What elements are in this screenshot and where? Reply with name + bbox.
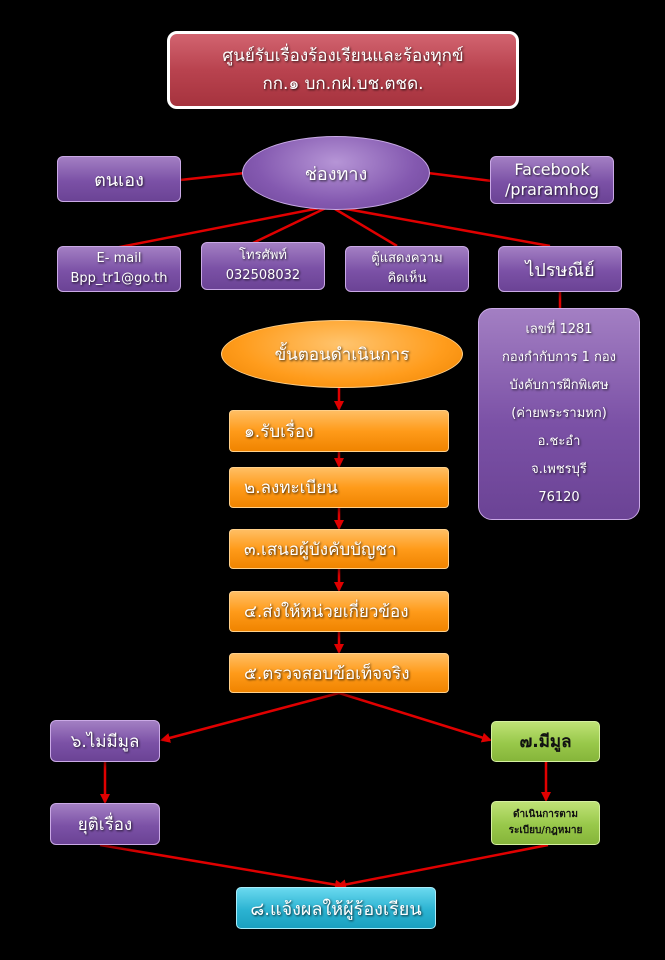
arrow-step5-nomerit (160, 691, 340, 743)
step-label: ๑.รับเรื่อง (244, 421, 314, 442)
channel-opinion-box: ตู้แสดงความ คิดเห็น (345, 246, 469, 292)
process-step-4: ๔.ส่งให้หน่วยเกี่ยวข้อง (229, 591, 449, 632)
step-label: ๓.เสนอผู้บังคับบัญชา (244, 539, 397, 560)
channel-phone-number: 032508032 (225, 268, 301, 283)
process-step-3: ๓.เสนอผู้บังคับบัญชา (229, 529, 449, 569)
channel-phone-label: โทรศัพท์ (239, 248, 287, 263)
address-line: 76120 (538, 490, 580, 505)
channel-post-label: ไปรษณีย์ (525, 259, 595, 281)
line-hub-phone (252, 204, 331, 245)
outcome-no-merit-label: ๖.ไม่มีมูล (70, 731, 140, 752)
process-step-2: ๒.ลงทะเบียน (229, 467, 449, 508)
title-line1: ศูนย์รับเรื่องร้องเรียนและร้องทุกข์ (222, 46, 464, 66)
outcome-action-line2: ระเบียบ/กฎหมาย (508, 825, 583, 836)
outcome-action-line1: ดำเนินการตาม (513, 809, 578, 820)
channel-self: ตนเอง (57, 156, 181, 202)
address-line: เลขที่ 1281 (525, 322, 593, 337)
address-line: กองกำกับการ 1 กอง (501, 350, 617, 365)
channels-hub-label: ช่องทาง (304, 163, 368, 185)
channel-email: E- mail Bpp_tr1@go.th (57, 246, 181, 292)
process-header: ขั้นตอนดำเนินการ (221, 320, 463, 388)
process-step-1: ๑.รับเรื่อง (229, 410, 449, 452)
arrow-action-notify (336, 843, 549, 890)
step-label: ๒.ลงทะเบียน (244, 478, 338, 498)
arrow-end-notify (99, 843, 345, 890)
address-line: อ.ชะอำ (537, 434, 581, 449)
outcome-action: ดำเนินการตาม ระเบียบ/กฎหมาย (491, 801, 600, 845)
outcome-notify: ๘.แจ้งผลให้ผู้ร้องเรียน (236, 887, 436, 929)
channels-hub: ช่องทาง (242, 136, 430, 210)
center-title: ศูนย์รับเรื่องร้องเรียนและร้องทุกข์ กก.๑… (167, 31, 519, 109)
process-step-5: ๕.ตรวจสอบข้อเท็จจริง (229, 653, 449, 693)
address-line: จ.เพชรบุรี (531, 462, 587, 477)
channel-opinion-line2: คิดเห็น (387, 271, 427, 286)
outcome-has-merit-label: ๗.มีมูล (519, 732, 572, 752)
channel-self-label: ตนเอง (94, 169, 144, 191)
step-label: ๔.ส่งให้หน่วยเกี่ยวข้อง (244, 602, 409, 622)
channel-post: ไปรษณีย์ (498, 246, 622, 292)
step-label: ๕.ตรวจสอบข้อเท็จจริง (244, 663, 410, 684)
address-line: (ค่ายพระรามหก) (511, 406, 607, 421)
channel-phone: โทรศัพท์ 032508032 (201, 242, 325, 290)
line-hub-post (329, 204, 551, 248)
line-hub-self (179, 171, 246, 182)
channel-email-address: Bpp_tr1@go.th (70, 271, 168, 286)
outcome-has-merit: ๗.มีมูล (491, 721, 600, 762)
outcome-notify-label: ๘.แจ้งผลให้ผู้ร้องเรียน (250, 898, 422, 920)
process-header-label: ขั้นตอนดำเนินการ (274, 344, 410, 365)
channel-opinion-line1: ตู้แสดงความ (371, 251, 443, 266)
channel-email-label: E- mail (96, 251, 142, 266)
line-hub-opinion (329, 204, 398, 248)
outcome-end-case: ยุติเรื่อง (50, 803, 160, 845)
line-hub-facebook (427, 171, 493, 183)
arrow-step5-merit (338, 691, 492, 743)
line-hub-email (114, 204, 331, 250)
channel-facebook-label: Facebook /praramhog (505, 160, 599, 199)
title-line2: กก.๑ บก.กฝ.บช.ตชด. (262, 74, 424, 94)
address-line: บังคับการฝึกพิเศษ (509, 378, 609, 393)
post-address: เลขที่ 1281 กองกำกับการ 1 กอง บังคับการฝ… (478, 308, 640, 520)
outcome-no-merit: ๖.ไม่มีมูล (50, 720, 160, 762)
outcome-end-case-label: ยุติเรื่อง (77, 814, 133, 835)
channel-facebook: Facebook /praramhog (490, 156, 614, 204)
